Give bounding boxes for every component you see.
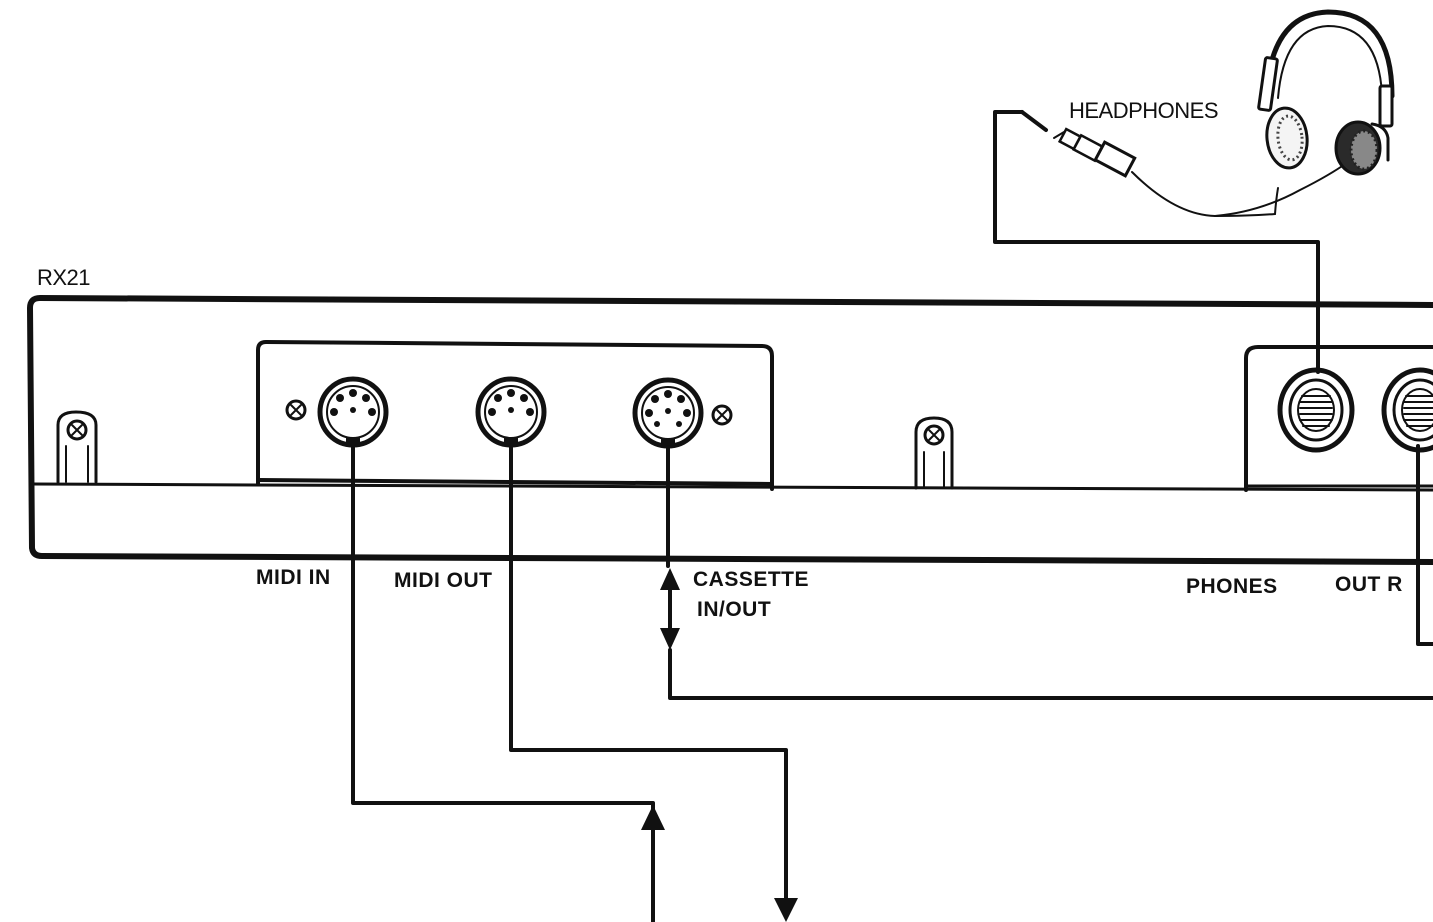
output-panel <box>1244 345 1433 492</box>
screw-icon <box>285 399 307 421</box>
cassette-label-line2: IN/OUT <box>697 598 771 621</box>
midi-out-socket <box>475 376 547 448</box>
out-r-cable <box>1416 444 1433 646</box>
phones-cable <box>993 110 1320 374</box>
cassette-label-line1: CASSETTE <box>693 568 809 591</box>
arrow-down-icon <box>660 628 680 650</box>
out-r-jack <box>1381 367 1433 453</box>
screw-icon <box>711 404 733 426</box>
device-model-label: RX21 <box>37 265 90 290</box>
midi-in-cable <box>351 444 655 922</box>
headphones-icon <box>1053 9 1395 217</box>
out-r-label: OUT R <box>1335 573 1403 596</box>
arrow-up-icon <box>660 568 680 590</box>
mounting-post-center <box>914 416 954 490</box>
device-body <box>27 295 1433 565</box>
screw-icon <box>71 424 83 436</box>
arrow-up-icon <box>641 805 665 830</box>
phones-jack <box>1277 367 1355 453</box>
phones-label: PHONES <box>1186 575 1278 598</box>
cassette-socket <box>632 377 704 449</box>
headphones-label: HEADPHONES <box>1069 98 1218 123</box>
midi-panel <box>256 340 774 491</box>
din-socket-icon <box>317 376 389 448</box>
midi-in-label: MIDI IN <box>256 566 331 589</box>
midi-out-label: MIDI OUT <box>394 569 493 592</box>
midi-in-socket <box>317 376 389 448</box>
midi-out-cable <box>509 444 788 907</box>
phone-jack-icon <box>1277 367 1355 453</box>
mounting-post-left <box>56 410 98 484</box>
phone-jack-icon <box>1381 367 1433 453</box>
arrow-down-icon <box>774 898 798 922</box>
din-socket-icon <box>475 376 547 448</box>
din-socket-icon <box>632 377 704 449</box>
screw-icon <box>928 429 940 441</box>
